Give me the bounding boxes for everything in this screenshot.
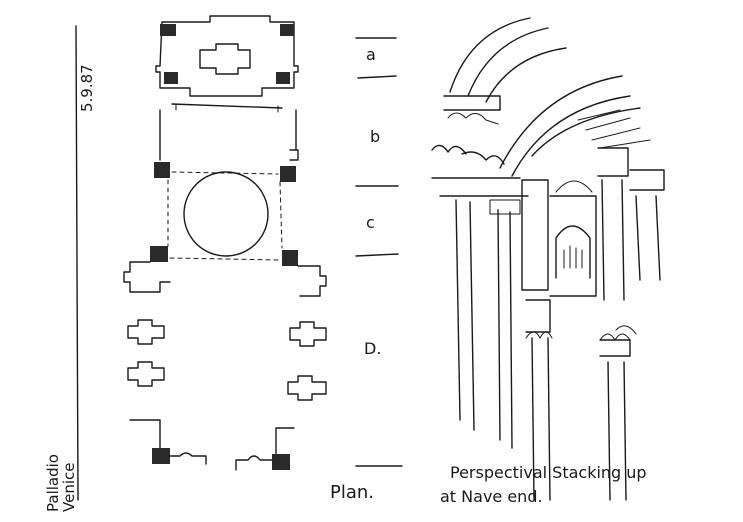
perspective-caption-line-2: at Nave end. — [440, 487, 543, 506]
perspective-caption-line-1: Perspectival Stacking up — [450, 463, 647, 482]
bay-markers — [355, 37, 403, 467]
location-line-1: Palladio — [44, 454, 62, 512]
nave-perspective-sketch — [431, 17, 665, 501]
bay-label-a: a — [366, 45, 376, 64]
bay-label-c: c — [366, 213, 375, 232]
plan-label: Plan. — [330, 482, 374, 503]
church-plan — [123, 15, 327, 471]
date-label: 5.9.87 — [78, 64, 96, 112]
bay-label-d: D. — [364, 339, 381, 358]
margin-rule — [75, 25, 79, 501]
location-line-2: Venice — [60, 463, 78, 512]
bay-label-b: b — [370, 127, 380, 146]
